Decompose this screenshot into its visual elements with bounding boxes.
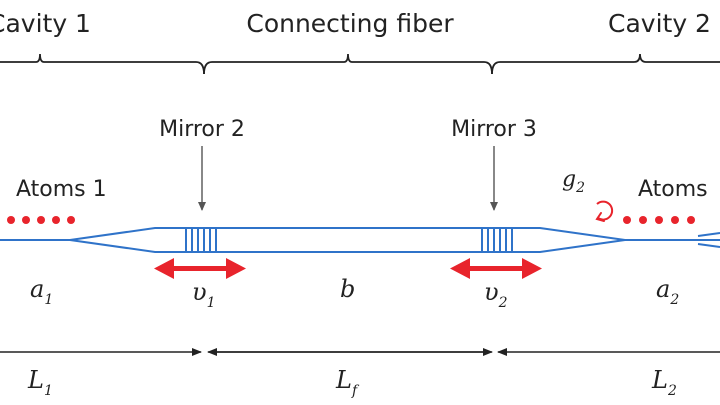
cavity1-brace <box>0 53 205 75</box>
atoms2-dots <box>623 216 695 224</box>
mirror2-motion-arrow <box>154 258 246 279</box>
mirror3-grating <box>481 229 513 251</box>
atoms1-label: Atoms 1 <box>16 177 107 202</box>
coupling-g2-label: g2 <box>562 167 585 196</box>
length-l2-label: L2 <box>651 366 677 399</box>
fiber <box>0 227 720 253</box>
length-lf-label: Lf <box>335 366 360 399</box>
length-l1-label: L1 <box>27 366 53 399</box>
mirror3-motion-arrow <box>450 258 542 279</box>
cavity2-brace <box>491 53 720 75</box>
connecting-fiber-title: Connecting fiber <box>246 9 454 38</box>
cavity1-title: Cavity 1 <box>0 9 91 38</box>
mode-a2-label: a2 <box>656 275 679 308</box>
mirror-motion-v1-label: υ1 <box>192 278 216 311</box>
atoms1-dots <box>7 216 75 224</box>
mirror2-grating <box>185 229 217 251</box>
cavity2-title: Cavity 2 <box>608 9 711 38</box>
mirror2-label: Mirror 2 <box>159 117 245 142</box>
mirror-motion-v2-label: υ2 <box>484 278 508 311</box>
atoms2-label: Atoms <box>638 177 708 202</box>
coupling-circular-arrow-icon <box>595 200 614 222</box>
mirror3-label: Mirror 3 <box>451 117 537 142</box>
mode-a1-label: a1 <box>30 275 53 308</box>
connecting-fiber-brace <box>203 53 493 75</box>
mode-b-label: b <box>340 275 355 303</box>
